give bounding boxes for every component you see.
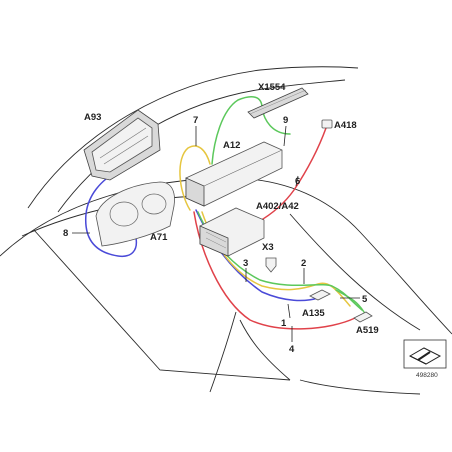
folded-sheet-icon bbox=[408, 347, 442, 365]
label-7: 7 bbox=[193, 115, 198, 126]
label-9: 9 bbox=[283, 115, 288, 126]
labels: A93 X1554 7 9 A418 A12 6 A402/A42 8 A71 … bbox=[63, 82, 379, 355]
wire-5-green bbox=[335, 289, 365, 313]
label-3: 3 bbox=[243, 258, 248, 269]
wire-4-red bbox=[193, 211, 356, 330]
label-a93: A93 bbox=[84, 112, 101, 123]
label-5: 5 bbox=[362, 294, 368, 305]
component-a135 bbox=[309, 289, 331, 301]
component-a418 bbox=[321, 119, 333, 129]
component-a71 bbox=[95, 181, 175, 247]
label-a135: A135 bbox=[302, 308, 325, 319]
reference-box: 498280 bbox=[403, 339, 447, 379]
label-a71: A71 bbox=[150, 232, 168, 243]
label-a418: A418 bbox=[334, 120, 357, 131]
label-4: 4 bbox=[289, 344, 295, 355]
component-x3 bbox=[265, 257, 277, 273]
label-a519: A519 bbox=[356, 325, 379, 336]
wire-6-red bbox=[257, 127, 327, 223]
label-2: 2 bbox=[301, 258, 306, 269]
label-x1554: X1554 bbox=[258, 82, 286, 93]
wire-8-blue bbox=[84, 169, 138, 258]
wire-9-green bbox=[211, 95, 291, 165]
label-8: 8 bbox=[63, 228, 68, 239]
label-6: 6 bbox=[295, 176, 300, 187]
wire-7-yellow bbox=[179, 145, 211, 211]
component-a93 bbox=[83, 109, 161, 181]
leader-lines bbox=[72, 125, 360, 342]
reference-number: 498280 bbox=[416, 372, 438, 379]
label-1: 1 bbox=[281, 318, 287, 329]
label-x3: X3 bbox=[262, 242, 274, 253]
label-a402: A402/A42 bbox=[256, 201, 299, 212]
component-x1554 bbox=[247, 87, 309, 119]
component-a402 bbox=[199, 207, 265, 257]
component-a519 bbox=[353, 311, 373, 323]
component-a12 bbox=[185, 141, 283, 207]
label-a12: A12 bbox=[223, 140, 240, 151]
